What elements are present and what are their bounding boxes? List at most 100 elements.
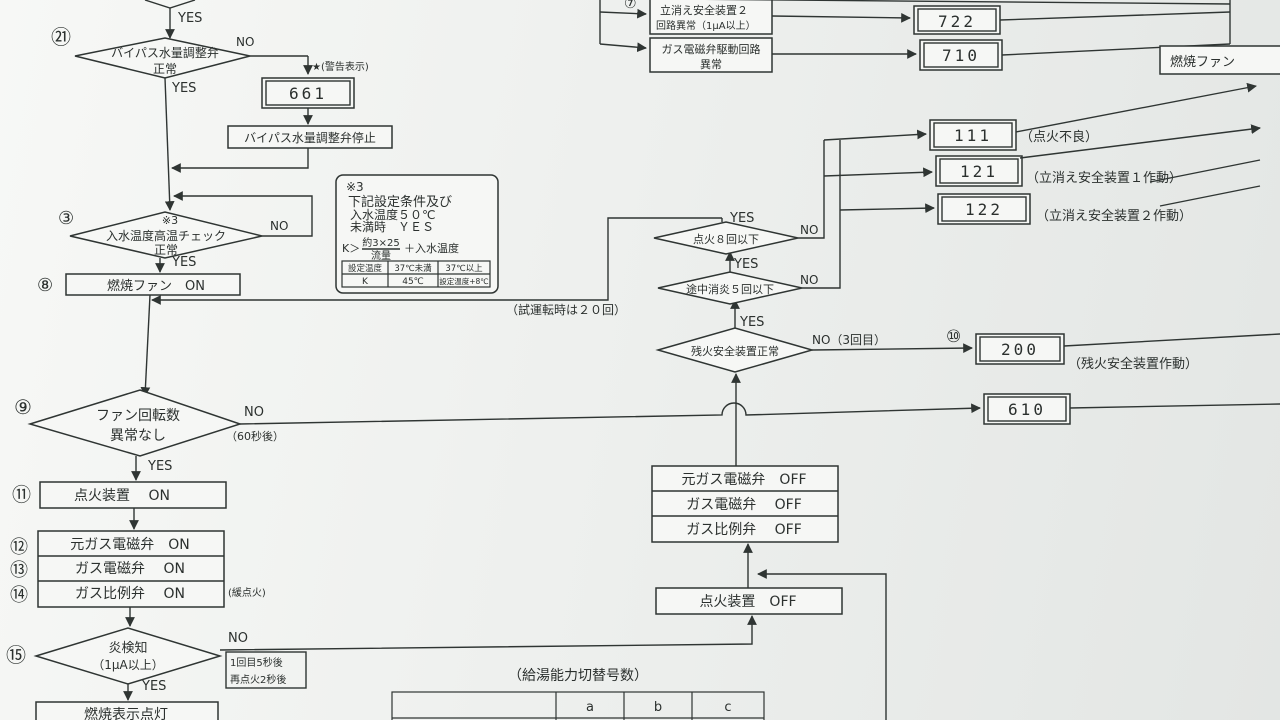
error-code-661-inner	[265, 80, 351, 106]
gas-solenoid-valve-off: ガス電磁弁 OFF	[686, 497, 802, 513]
step-number-3: ③	[58, 208, 74, 229]
yes-label: YES	[729, 211, 754, 226]
retry-timing-line2: 再点火2秒後	[230, 673, 286, 686]
table-cell: K	[362, 277, 369, 287]
temp-check-line1: 入水温度高温チェック	[106, 228, 226, 243]
note-formula-denominator: 流量	[371, 249, 391, 262]
sixty-seconds-note: （60秒後）	[226, 429, 284, 443]
retry-timing-line1: 1回目5秒後	[230, 656, 283, 669]
note-formula-numerator: 約3×25	[362, 236, 399, 249]
step-number-13: ⑬	[10, 560, 28, 581]
flow-line	[173, 191, 313, 237]
warning-display-label: ★(警告表示)	[312, 60, 369, 73]
flow-line	[1159, 185, 1261, 207]
ignition-eight-label: 点火８回以下	[693, 233, 759, 246]
flow-line	[771, 12, 911, 23]
no-third-time-label: NO（3回目）	[812, 333, 886, 347]
step-number-8: ⑧	[37, 275, 53, 296]
return-line-right	[757, 569, 887, 720]
error-code-722-inner	[917, 8, 997, 32]
step-number-10: ⑩	[946, 327, 961, 347]
flow-line	[839, 203, 935, 214]
gas-valve-drive-line1: ガス電磁弁駆動回路	[662, 42, 761, 56]
error-code-111-inner	[933, 122, 1013, 148]
table-cell: 設定温度+8℃	[439, 276, 488, 286]
fan-decision-line2: 異常なし	[110, 428, 166, 444]
fan-decision-line1: ファン回転数	[96, 408, 180, 424]
main-gas-valve-off: 元ガス電磁弁 OFF	[681, 472, 806, 488]
flame-decision-line2: （1μA以上）	[92, 658, 163, 672]
table-cell: 37℃未満	[394, 263, 432, 274]
flow-line	[599, 8, 647, 19]
error-code-200-box	[975, 333, 1065, 365]
error-code-710-box	[919, 39, 1003, 71]
error-code-200: 200	[1001, 340, 1039, 359]
flame-no-line	[219, 615, 757, 651]
no-label: NO	[236, 35, 254, 49]
yes-label: YES	[177, 11, 202, 26]
flame-detection-decision	[33, 627, 223, 685]
flow-line	[1015, 82, 1257, 133]
result-111-label: （点火不良）	[1020, 129, 1098, 145]
bypass-valve-stop-label: バイパス水量調整弁停止	[244, 130, 376, 145]
flow-line	[1063, 333, 1280, 347]
error-code-122-inner	[941, 196, 1027, 222]
error-code-111-box	[929, 119, 1017, 151]
combustion-fan-right-label: 燃焼ファン	[1170, 54, 1235, 70]
combustion-fan-on-label: 燃焼ファン ON	[107, 278, 205, 294]
yes-label: YES	[733, 257, 758, 272]
combustion-fan-on-box	[65, 273, 241, 296]
trial-run-note: （試運転時は２０回）	[506, 302, 626, 317]
no-label: NO	[228, 631, 248, 646]
capacity-header-b: b	[654, 700, 662, 715]
flow-line	[599, 42, 647, 53]
yes-label: YES	[141, 679, 166, 694]
flow-line	[823, 167, 933, 178]
error-code-722: 722	[938, 12, 976, 31]
note-line2: 入水温度５０℃	[350, 207, 435, 222]
error-code-121-inner	[939, 158, 1019, 184]
no-label: NO	[244, 405, 264, 420]
retry-return-line	[151, 217, 722, 305]
capacity-table-title: （給湯能力切替号数）	[508, 667, 648, 684]
fan-no-line	[239, 402, 981, 425]
flow-line	[798, 140, 825, 239]
flow-line	[999, 11, 1231, 21]
step-number-15: ⑮	[6, 643, 26, 667]
flow-line	[705, 0, 1231, 5]
table-cell: 37℃以上	[445, 264, 483, 274]
gas-valve-drive-line2: 異常	[700, 58, 722, 71]
partial-decision-top	[144, 0, 196, 9]
capacity-header-a: a	[586, 700, 594, 715]
note-mark: ※3	[346, 180, 364, 194]
gas-solenoid-valve-on: ガス電磁弁 ON	[75, 561, 185, 577]
flow-line	[1019, 124, 1261, 159]
bypass-valve-stop-box	[227, 125, 393, 149]
retry-timing-box	[225, 651, 307, 689]
step-number-9: ⑨	[14, 395, 32, 419]
igniter-on-label: 点火装置 ON	[74, 488, 170, 504]
error-code-710: 710	[942, 46, 980, 65]
note-line3: 未満時 ＹＥＳ	[350, 220, 434, 234]
no-label: NO	[800, 223, 818, 237]
flame-decision-line1: 炎検知	[108, 640, 147, 656]
note-formula-prefix: K＞	[342, 242, 360, 255]
combustion-lamp-on-label: 燃焼表示点灯	[84, 706, 168, 720]
error-code-610-box	[983, 393, 1071, 425]
combustion-fan-box-right	[1159, 45, 1280, 75]
temp-check-mark: ※3	[162, 214, 178, 227]
flow-line	[164, 77, 175, 211]
result-122-label: （立消え安全装置２作動）	[1036, 208, 1192, 224]
no-label: NO	[800, 273, 818, 287]
capacity-header-c: c	[724, 700, 731, 715]
gas-proportional-valve-off: ガス比例弁 OFF	[686, 522, 802, 538]
bypass-decision-line2: 正常	[153, 62, 177, 76]
flow-line	[823, 129, 927, 141]
yes-label: YES	[739, 315, 764, 330]
main-gas-valve-on: 元ガス電磁弁 ON	[70, 537, 190, 553]
flow-line	[1149, 159, 1261, 183]
error-code-122: 122	[965, 200, 1003, 219]
error-code-200-inner	[979, 336, 1061, 362]
